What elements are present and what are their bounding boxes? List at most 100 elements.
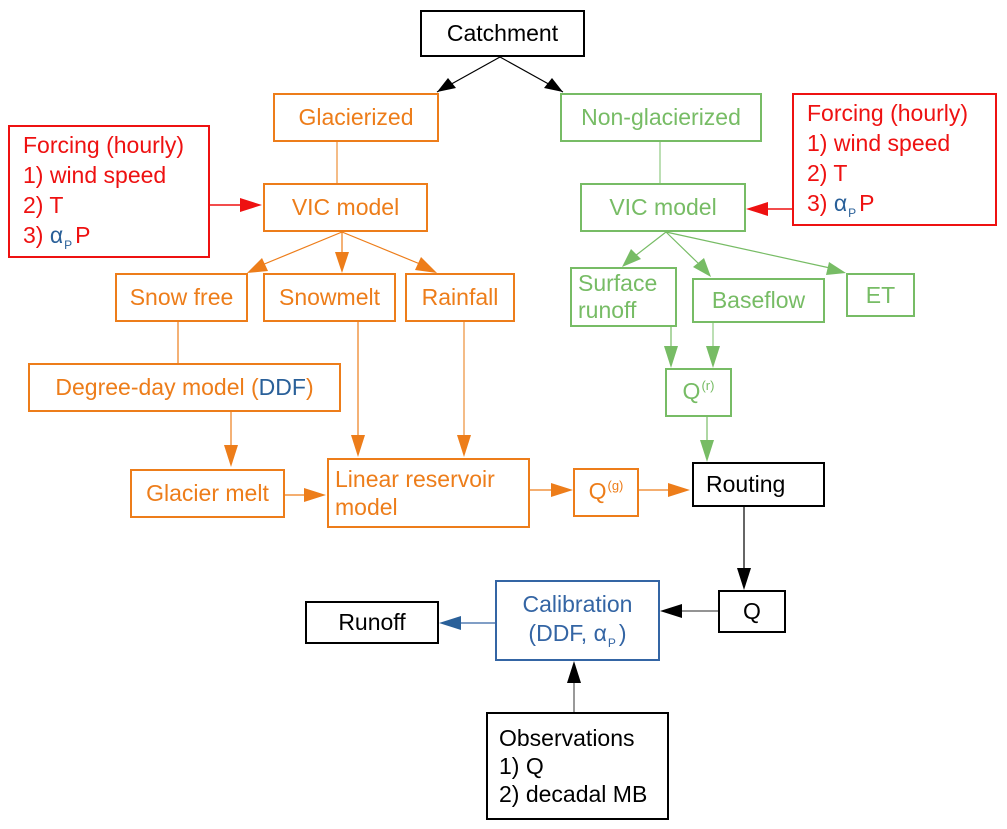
q-g-base: Q	[588, 477, 607, 504]
arrowhead-baseflow	[693, 258, 711, 277]
alpha-symbol: α	[49, 221, 64, 248]
degree-day-prefix: Degree-day model (	[55, 374, 259, 400]
forcing-left-item-3-suffix: P	[75, 221, 91, 248]
rainfall-label: Rainfall	[421, 284, 499, 310]
forcing-left-item-1: 1) wind speed	[23, 161, 167, 188]
et-label: ET	[865, 281, 896, 308]
arrowhead-vic-nonglacier	[746, 202, 768, 216]
calibration-line-2-prefix: (DDF,	[528, 619, 594, 646]
q-r-superscript: (r)	[701, 377, 715, 393]
q-g-label: Q(g)	[589, 478, 624, 508]
node-catchment: Catchment	[420, 10, 585, 57]
node-forcing-left: Forcing (hourly) 1) wind speed 2) T 3) α…	[8, 125, 210, 258]
vic-glacier-label: VIC model	[291, 194, 400, 220]
edge-vic-et	[665, 231, 831, 269]
baseflow-label: Baseflow	[711, 287, 806, 313]
surface-runoff-line-2: runoff	[578, 297, 637, 323]
arrowhead-runoff	[439, 616, 461, 630]
node-glacier-melt: Glacier melt	[130, 469, 285, 518]
snowmelt-label: Snowmelt	[279, 284, 380, 310]
node-vic-model-nonglacier: VIC model	[580, 183, 746, 232]
alpha-subscript: P	[607, 635, 616, 650]
degree-day-suffix: )	[305, 374, 314, 400]
forcing-left-item-2: 2) T	[23, 191, 64, 218]
arrowhead-calibration-obs	[567, 661, 581, 683]
observations-item-1: 1) Q	[499, 753, 544, 779]
node-forcing-right: Forcing (hourly) 1) wind speed 2) T 3) α…	[792, 93, 997, 226]
forcing-left-item-3-prefix: 3)	[23, 221, 50, 248]
alpha-subscript: P	[848, 205, 857, 220]
arrowhead-routing-qg	[668, 483, 690, 497]
edge-vic-rainfall	[341, 231, 421, 265]
arrowhead-reservoir-glaciermelt	[304, 488, 326, 502]
node-q-g: Q(g)	[573, 468, 639, 517]
catchment-label: Catchment	[446, 20, 559, 46]
calibration-line-2: (DDF, αP)	[528, 619, 626, 652]
node-linear-reservoir-model: Linear reservoir model	[327, 458, 530, 528]
glacierized-label: Glacierized	[298, 104, 414, 130]
node-non-glacierized: Non-glacierized	[560, 93, 762, 142]
alpha-subscript: P	[64, 237, 73, 252]
snow-free-label: Snow free	[129, 284, 234, 310]
edge-vic-baseflow	[665, 231, 701, 266]
arrowhead-qr-surface	[664, 346, 678, 368]
forcing-right-item-2: 2) T	[807, 159, 848, 186]
arrowhead-qg	[551, 483, 573, 497]
observations-title: Observations	[499, 725, 635, 751]
forcing-right-item-3-suffix: P	[859, 189, 875, 216]
arrowhead-surfacerunoff	[622, 249, 641, 267]
arrowhead-routing-qr	[700, 440, 714, 462]
node-runoff: Runoff	[305, 601, 439, 644]
ddf-parameter: DDF	[258, 374, 306, 400]
arrowhead-qr-baseflow	[706, 346, 720, 368]
calibration-line-2-suffix: )	[618, 619, 627, 646]
node-vic-model-glacier: VIC model	[263, 183, 428, 232]
forcing-right-title: Forcing (hourly)	[807, 99, 969, 126]
node-baseflow: Baseflow	[692, 278, 825, 323]
edge-vic-surfacerunoff	[634, 231, 667, 257]
node-routing: Routing	[692, 462, 825, 507]
degree-day-label: Degree-day model (DDF)	[55, 374, 313, 401]
arrowhead-snowmelt	[335, 252, 349, 273]
arrowhead-et	[826, 262, 846, 275]
alpha-symbol: α	[833, 189, 848, 216]
arrowhead-nonglacierized	[544, 78, 563, 92]
node-q: Q	[718, 590, 786, 633]
arrowhead-glacierized	[437, 78, 456, 92]
arrowhead-calibration-q	[660, 604, 682, 618]
node-glacierized: Glacierized	[273, 93, 439, 142]
node-observations: Observations 1) Q 2) decadal MB	[486, 712, 669, 820]
forcing-left-title: Forcing (hourly)	[23, 131, 185, 158]
arrowhead-vic-glacier	[240, 198, 262, 212]
arrowhead-q	[737, 568, 751, 590]
node-et: ET	[846, 273, 915, 317]
forcing-right-item-1: 1) wind speed	[807, 129, 951, 156]
q-g-superscript: (g)	[607, 477, 624, 493]
q-label: Q	[743, 598, 761, 624]
alpha-symbol: α	[593, 619, 607, 646]
edge-vic-snowfree	[261, 231, 343, 266]
node-surface-runoff: Surface runoff	[570, 267, 677, 327]
node-rainfall: Rainfall	[405, 273, 515, 322]
surface-runoff-line-1: Surface	[578, 270, 658, 296]
q-r-base: Q	[682, 377, 701, 404]
routing-label: Routing	[706, 471, 786, 497]
arrowhead-rainfall	[415, 257, 437, 273]
q-r-label: Q(r)	[683, 378, 715, 408]
arrowhead-reservoir-rainfall	[457, 435, 471, 457]
arrowhead-glaciermelt	[224, 445, 238, 467]
arrowhead-snowfree	[247, 258, 268, 273]
runoff-label: Runoff	[338, 609, 406, 635]
non-glacierized-label: Non-glacierized	[581, 104, 741, 130]
vic-nonglacier-label: VIC model	[609, 194, 717, 220]
node-q-r: Q(r)	[665, 368, 732, 417]
arrowhead-reservoir-snowmelt	[351, 435, 365, 457]
node-degree-day-model: Degree-day model (DDF)	[28, 363, 341, 412]
observations-item-2: 2) decadal MB	[499, 781, 648, 807]
linear-reservoir-line-2: model	[335, 494, 398, 520]
node-calibration: Calibration (DDF, αP)	[495, 580, 660, 661]
